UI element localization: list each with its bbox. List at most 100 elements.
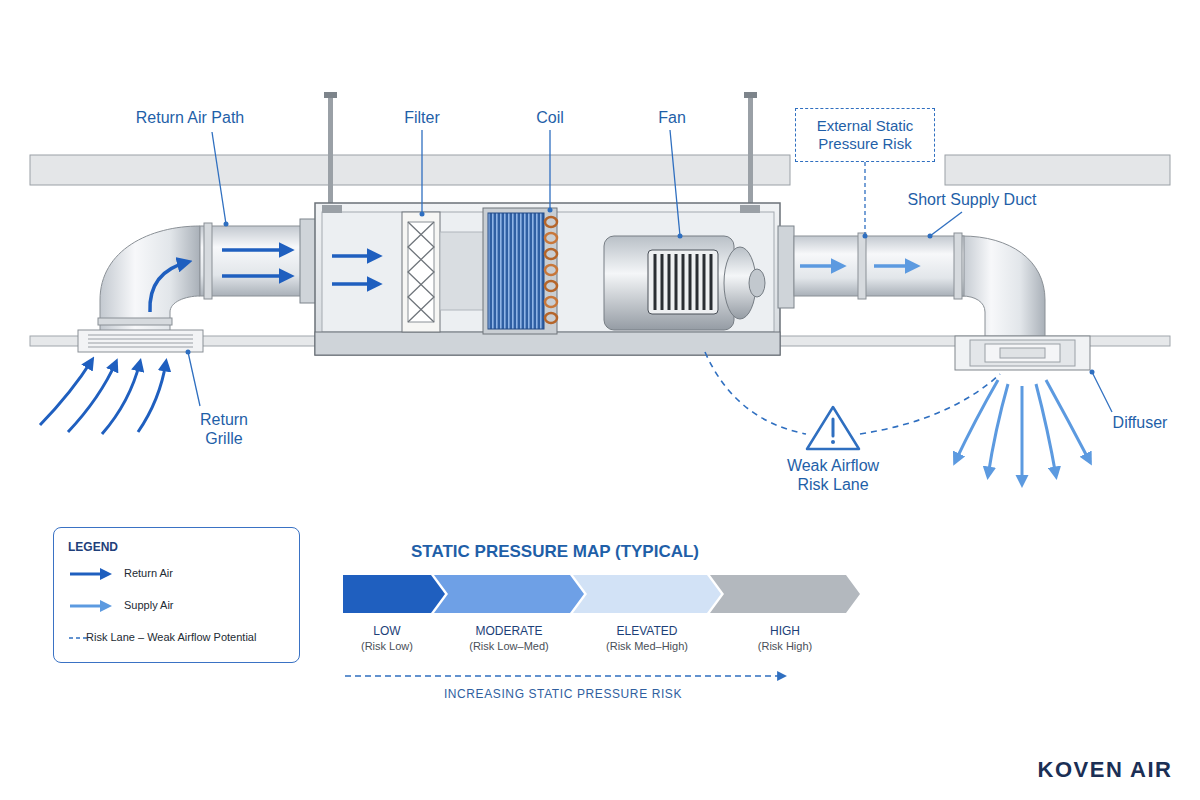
rod-nut xyxy=(744,92,757,98)
leader-dot xyxy=(186,350,191,355)
diffuser-ring xyxy=(1000,348,1045,358)
filter xyxy=(402,212,440,332)
copper-tube xyxy=(545,313,557,323)
leader-dot xyxy=(224,222,229,227)
leader-dot xyxy=(548,208,553,213)
supply-air-arrow xyxy=(1046,380,1090,462)
pressure-level: HIGH xyxy=(724,624,846,638)
diffuser-ring xyxy=(970,340,1075,366)
rod-nut xyxy=(324,92,337,98)
leader-dot xyxy=(420,212,425,217)
leader-line xyxy=(212,132,226,224)
return-air-arrow xyxy=(222,274,290,278)
legend-sample xyxy=(68,566,116,582)
part-label: Short Supply Duct xyxy=(887,190,1057,209)
risk-level: (Risk High) xyxy=(724,640,846,653)
ceiling-slab xyxy=(30,155,790,185)
section-title: STATIC PRESSURE MAP (TYPICAL) xyxy=(345,542,765,562)
legend-arrow xyxy=(70,605,102,608)
legend-title: LEGEND xyxy=(68,540,118,554)
legend-label: Return Air xyxy=(124,567,173,579)
legend-arrow xyxy=(70,573,102,576)
pressure-chevron: ELEVATED(Risk Med–High) xyxy=(573,575,721,613)
leader-dot xyxy=(928,234,933,239)
duct-coupling xyxy=(954,233,962,299)
return-air-arrow xyxy=(102,362,140,434)
leader-line xyxy=(188,352,200,406)
legend-label: Supply Air xyxy=(124,599,174,611)
pressure-chevron: HIGH(Risk High) xyxy=(710,575,860,613)
duct-flange xyxy=(300,219,316,303)
hanger-rod xyxy=(328,95,333,210)
pressure-chevron: MODERATE(Risk Low–Med) xyxy=(434,575,584,613)
supply-air-arrow xyxy=(1021,386,1024,484)
leader-line xyxy=(930,212,962,236)
scale-arrow xyxy=(345,675,784,676)
legend-arrowhead xyxy=(100,568,112,580)
warning-mark xyxy=(831,440,835,444)
warning-triangle xyxy=(807,407,859,449)
axis-caption: INCREASING STATIC PRESSURE RISK xyxy=(353,687,773,701)
leader-dot xyxy=(863,234,868,239)
ceiling-slab xyxy=(945,155,1170,185)
duct-coupling xyxy=(204,223,212,299)
fan-housing xyxy=(604,236,734,330)
part-label: Fan xyxy=(632,108,712,127)
cabinet-base xyxy=(315,332,780,355)
chevron-fill xyxy=(710,575,860,613)
risk-level: (Risk Med–High) xyxy=(587,640,707,653)
leader-dot xyxy=(678,234,683,239)
diffuser xyxy=(955,336,1090,370)
return-air-arrow xyxy=(150,262,188,312)
legend-label: Risk Lane – Weak Airflow Potential xyxy=(86,631,256,643)
copper-tube xyxy=(545,217,557,227)
supply-air-arrow xyxy=(1036,384,1056,476)
return-air-arrow xyxy=(332,254,378,258)
return-duct xyxy=(200,226,310,296)
risk-label: Weak Airflow Risk Lane xyxy=(774,456,892,494)
risk-level: (Risk Low–Med) xyxy=(448,640,570,653)
hanger-bracket xyxy=(322,205,342,213)
legend-row: Return Air xyxy=(54,566,299,584)
legend-row: Risk Lane – Weak Airflow Potential xyxy=(54,630,299,648)
brand-logo: KOVEN AIR xyxy=(1020,757,1190,783)
part-label: Diffuser xyxy=(1095,413,1185,432)
copper-tube xyxy=(545,249,557,259)
filter-media xyxy=(408,222,434,322)
leader-line xyxy=(670,130,680,236)
part-label: Coil xyxy=(510,108,590,127)
return-air-arrow xyxy=(68,362,116,432)
supply-air-arrow xyxy=(988,384,1008,476)
duct-coupling xyxy=(98,318,172,325)
motor-shaft xyxy=(749,269,765,297)
chevron-shape xyxy=(434,575,584,613)
chevron-fill xyxy=(434,575,584,613)
leader-line xyxy=(549,130,550,210)
part-label: Return Grille xyxy=(188,410,260,448)
supply-air-arrow xyxy=(874,264,916,268)
plenum xyxy=(440,232,485,310)
blower-blades xyxy=(655,254,711,310)
hanger-rod xyxy=(748,95,753,210)
supply-elbow xyxy=(962,236,1045,336)
legend-sample xyxy=(68,598,116,614)
copper-tube xyxy=(545,297,557,307)
part-label: Filter xyxy=(382,108,462,127)
copper-tube xyxy=(545,233,557,243)
hanger-bracket xyxy=(740,205,760,213)
callout-box: External Static Pressure Risk xyxy=(795,108,935,162)
duct-flange xyxy=(778,226,794,308)
part-label: Return Air Path xyxy=(105,108,275,127)
chevron-shape xyxy=(573,575,721,613)
callout-text: External Static Pressure Risk xyxy=(804,117,926,153)
pressure-level: MODERATE xyxy=(448,624,570,638)
return-air-arrow xyxy=(222,248,290,252)
chevron-shape xyxy=(343,575,445,613)
blower-wheel xyxy=(648,250,718,314)
diffuser-ring xyxy=(985,344,1060,362)
grille-slats xyxy=(88,335,193,347)
legend-box: LEGEND Return AirSupply AirRisk Lane – We… xyxy=(53,527,300,663)
supply-duct xyxy=(794,236,964,296)
warning-mark xyxy=(832,419,835,436)
legend-row: Supply Air xyxy=(54,598,299,616)
